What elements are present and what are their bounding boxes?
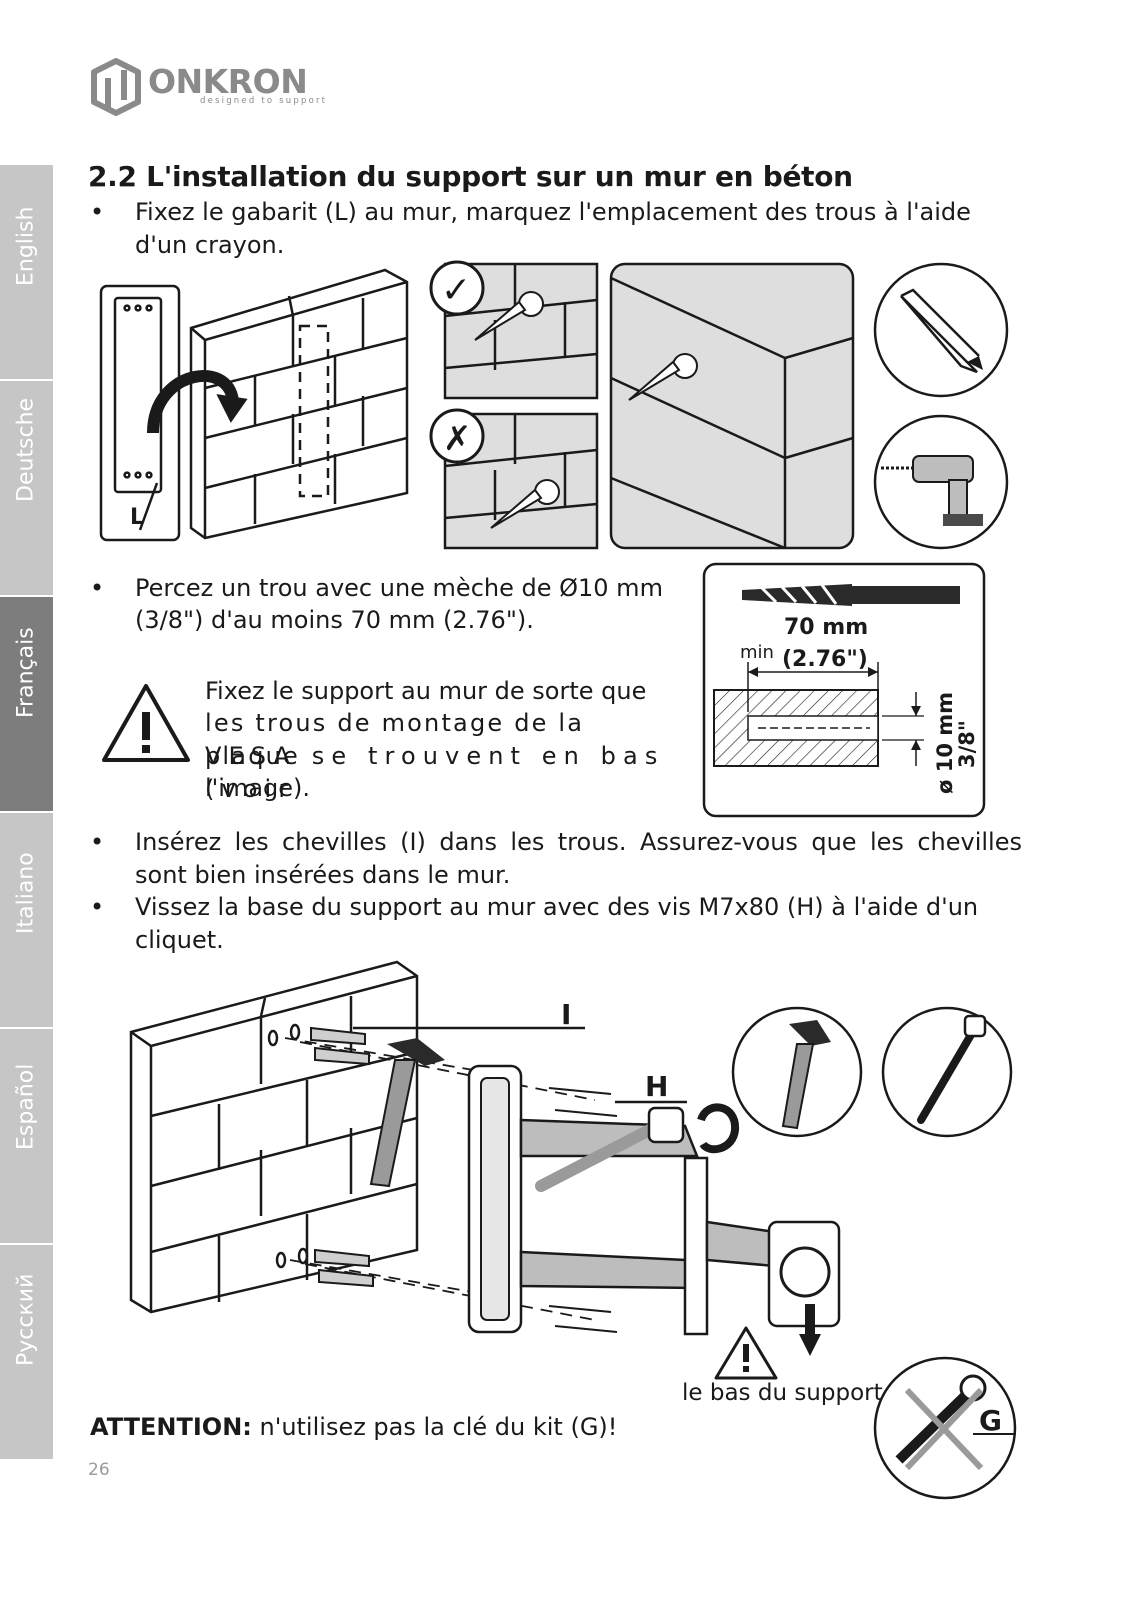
lang-tab-label: Français bbox=[13, 627, 39, 718]
min-label: min bbox=[740, 642, 774, 663]
diameter-inch-label: 3/8" bbox=[955, 720, 979, 768]
lang-tab-label: Русский bbox=[13, 1273, 39, 1366]
depth-label: 70 mm bbox=[784, 615, 868, 640]
lang-tab-label: Italiano bbox=[13, 852, 39, 934]
lang-tab-label: English bbox=[13, 206, 39, 286]
onkron-logo bbox=[90, 58, 142, 120]
label-i: I bbox=[561, 998, 571, 1031]
lang-tab-italiano[interactable]: Italiano bbox=[0, 813, 53, 1029]
label-g: G bbox=[979, 1404, 1002, 1437]
mount-installation-figure: I H G bbox=[129, 960, 1017, 1500]
warning-icon bbox=[102, 684, 190, 762]
warning-line: l'image). bbox=[205, 774, 311, 802]
page-number: 26 bbox=[88, 1460, 110, 1480]
bullet: • bbox=[90, 828, 105, 856]
bullet: • bbox=[90, 198, 105, 226]
lang-tab-espanol[interactable]: Español bbox=[0, 1029, 53, 1245]
label-h: H bbox=[645, 1070, 668, 1103]
step2-line1: Percez un trou avec une mèche de Ø10 mm bbox=[135, 574, 663, 602]
lang-tab-label: Español bbox=[13, 1063, 39, 1150]
section-title: 2.2 L'installation du support sur un mur… bbox=[88, 160, 853, 193]
cross-icon: ✗ bbox=[443, 419, 472, 459]
step4-text: Vissez la base du support au mur avec de… bbox=[135, 893, 979, 954]
warning-line: VESA se trouvent en bas (voir bbox=[205, 742, 665, 803]
lang-tab-francais[interactable]: Français bbox=[0, 597, 53, 813]
attention-text: n'utilisez pas la clé du kit (G)! bbox=[251, 1413, 618, 1441]
attention-label: ATTENTION: bbox=[90, 1413, 252, 1441]
diameter-label: ø 10 mm bbox=[933, 692, 957, 794]
lang-tab-deutsche[interactable]: Deutsche bbox=[0, 381, 53, 597]
logo-word: ONKRON bbox=[148, 62, 308, 101]
template-label-l: L bbox=[130, 505, 144, 530]
warning-line: Fixez le support au mur de sorte que bbox=[205, 677, 647, 705]
lang-tab-russian[interactable]: Русский bbox=[0, 1245, 53, 1461]
bullet: • bbox=[90, 893, 105, 921]
attention-note: ATTENTION: n'utilisez pas la clé du kit … bbox=[90, 1411, 617, 1444]
check-icon: ✓ bbox=[441, 270, 471, 311]
bottom-of-support-label: le bas du support bbox=[682, 1380, 883, 1406]
template-marking-figure: L ✓ ✗ bbox=[99, 260, 1009, 550]
lang-tab-label: Deutsche bbox=[13, 397, 39, 502]
warning-line: les trous de montage de la plaque bbox=[205, 709, 585, 770]
bullet: • bbox=[90, 574, 105, 602]
lang-tab-english[interactable]: English bbox=[0, 165, 53, 381]
step3-text: Insérez les chevilles (I) dans les trous… bbox=[135, 828, 1022, 889]
logo-mark-icon bbox=[91, 58, 141, 116]
drill-depth-figure: 70 mm min (2.76") ø 10 mm 3/8" bbox=[702, 562, 986, 818]
logo-tagline: designed to support bbox=[200, 96, 328, 106]
depth-inch-label: (2.76") bbox=[782, 647, 868, 672]
step1-text: Fixez le gabarit (L) au mur, marquez l'e… bbox=[135, 198, 971, 259]
step2-line2: (3/8") d'au moins 70 mm (2.76"). bbox=[135, 606, 534, 634]
